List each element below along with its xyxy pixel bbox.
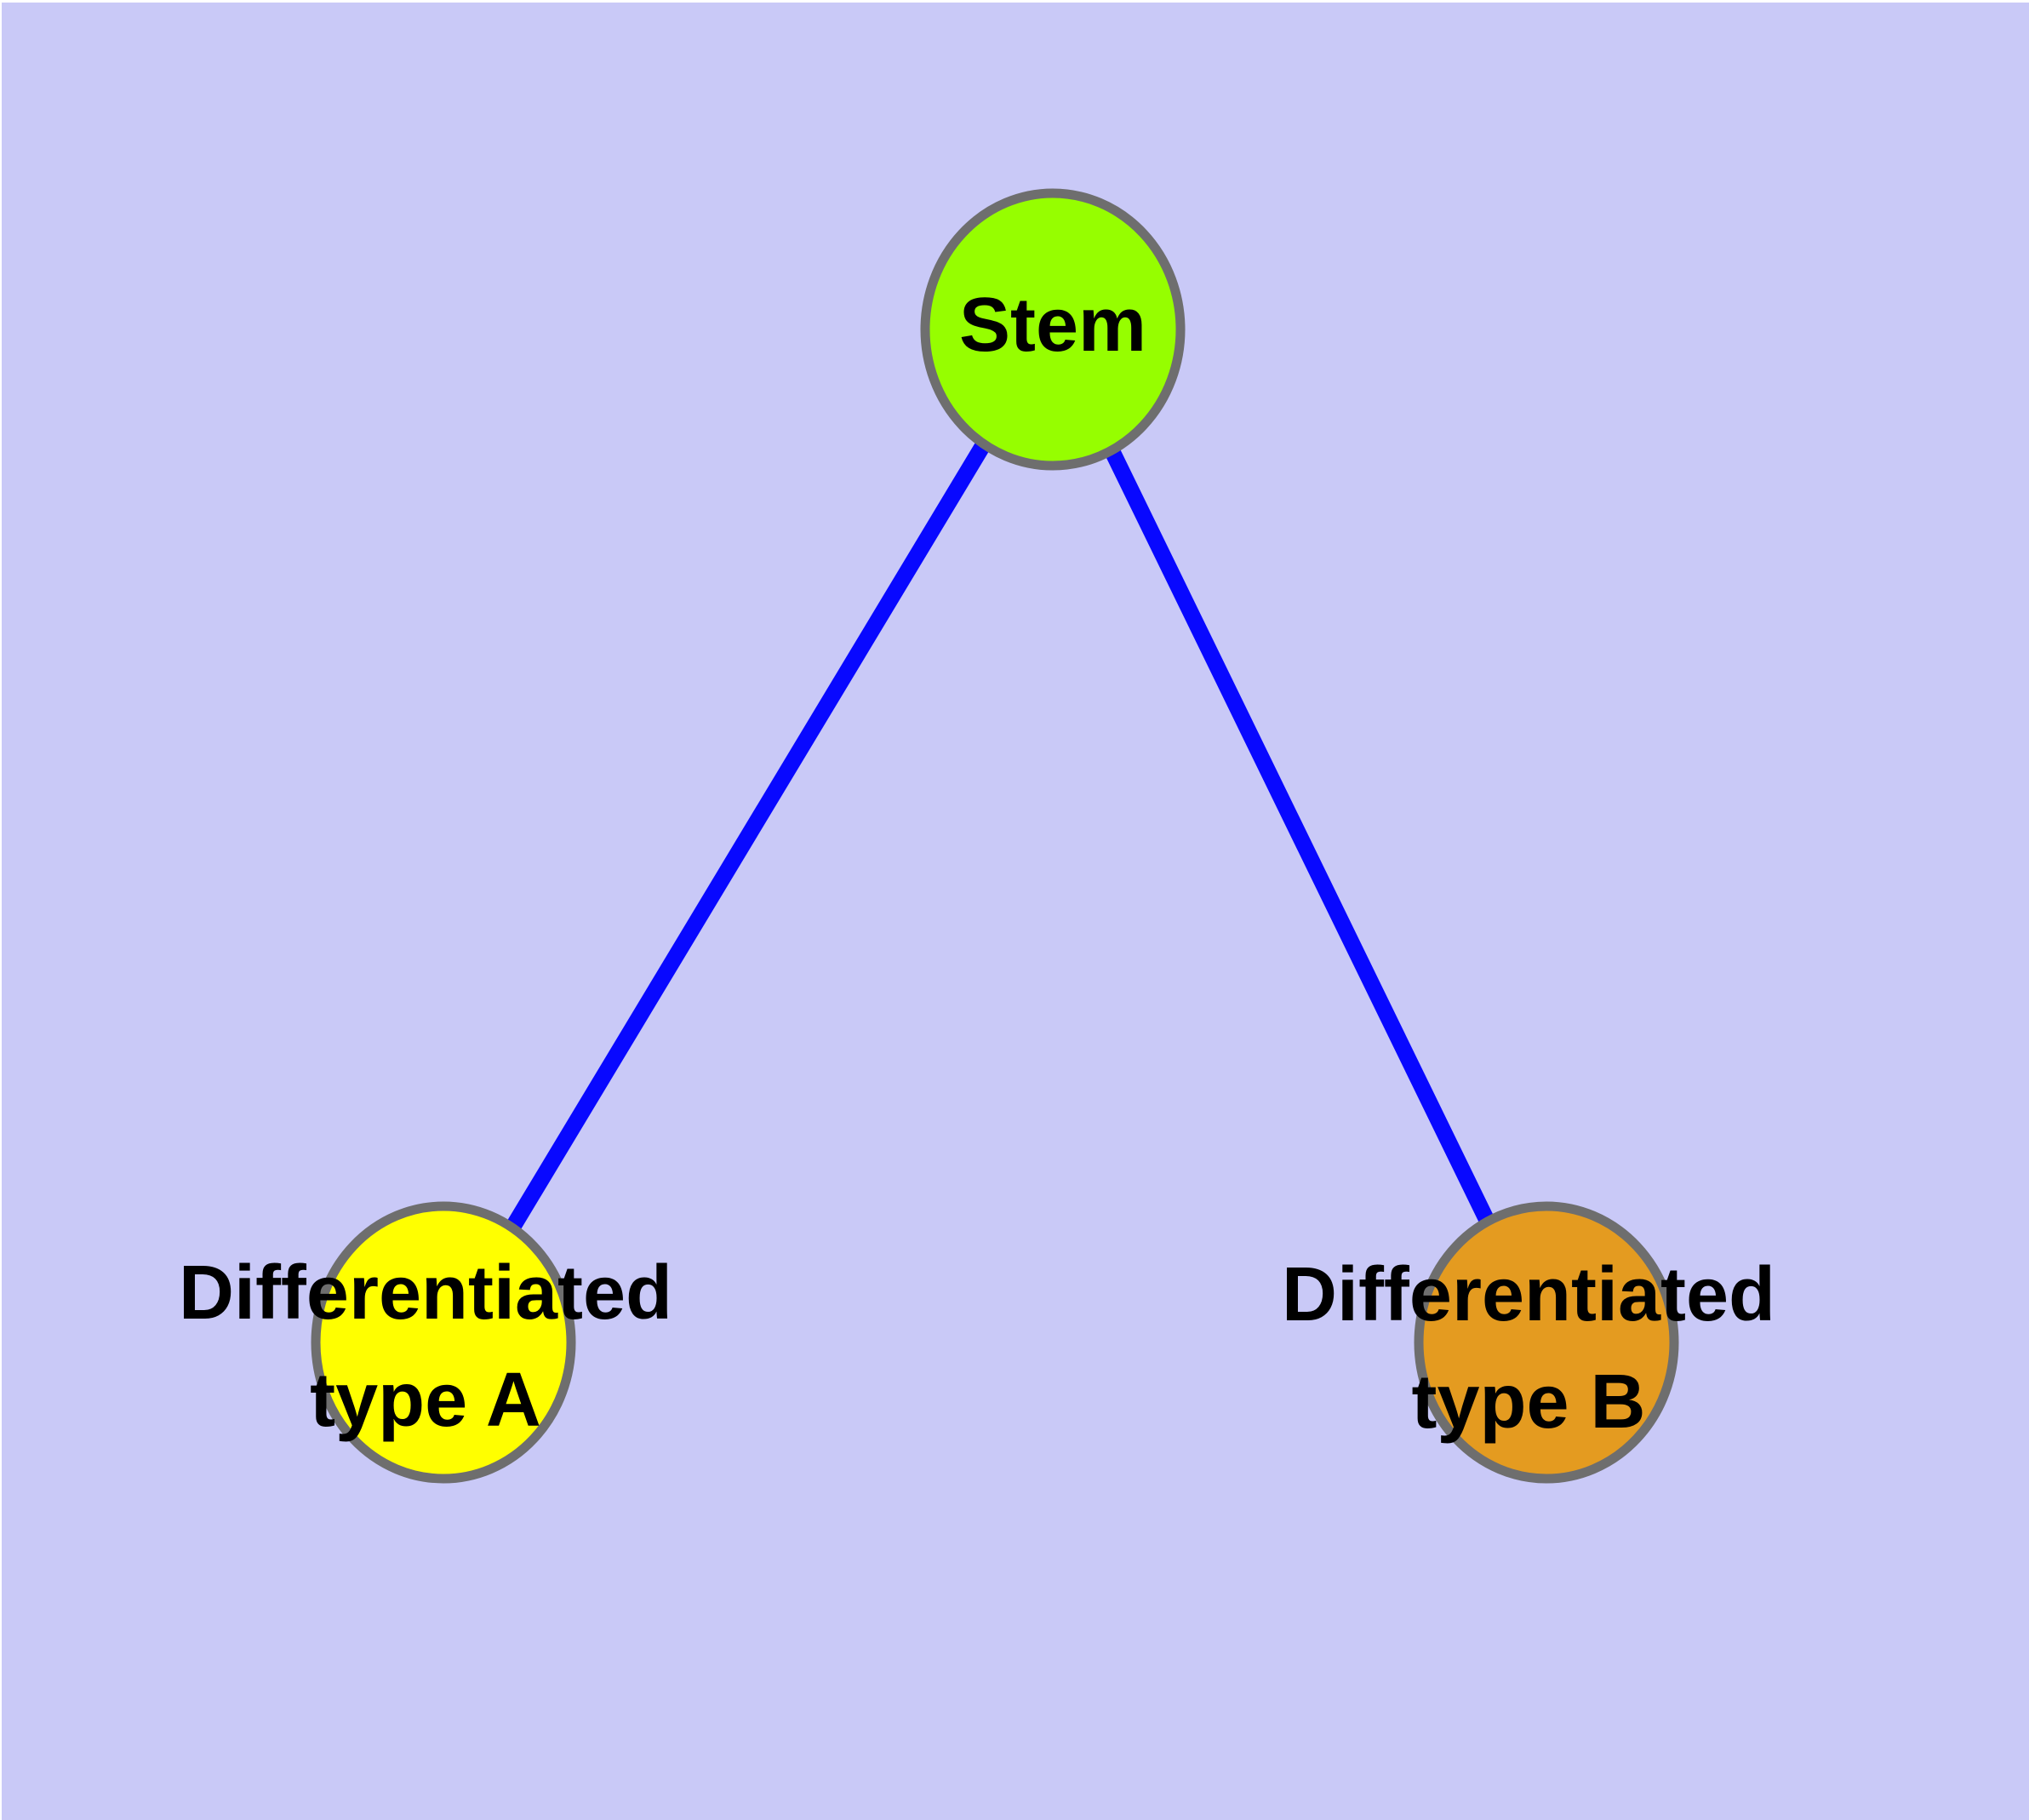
- edge-stem-to-type-a: [436, 325, 1060, 1347]
- node-type-b: [1414, 1201, 1679, 1484]
- node-type-a-label-line1: Differentiated: [179, 1251, 672, 1336]
- label-group: Stem Differentiated type A Differentiate…: [179, 283, 1775, 1445]
- node-group: [311, 188, 1679, 1484]
- node-type-b-label-line2: type B: [1411, 1359, 1645, 1445]
- edge-group: [436, 325, 1554, 1347]
- node-type-a: [311, 1201, 576, 1484]
- node-stem-label: Stem: [959, 283, 1146, 368]
- edge-stem-to-type-b: [1045, 325, 1554, 1347]
- node-type-b-label-line1: Differentiated: [1282, 1252, 1775, 1337]
- node-type-a-label-line2: type A: [310, 1358, 541, 1443]
- node-stem: [920, 188, 1186, 471]
